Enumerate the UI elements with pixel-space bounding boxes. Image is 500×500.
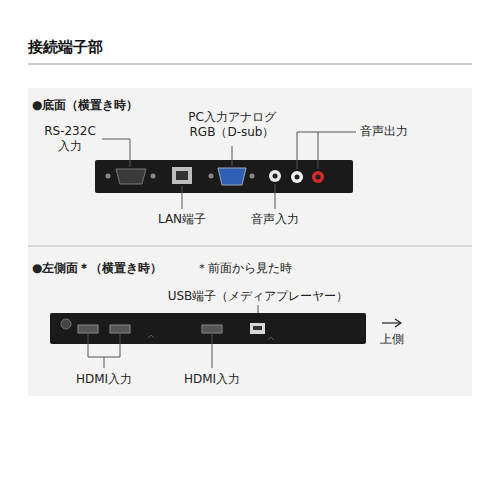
power-jack	[61, 319, 71, 329]
usb-port	[250, 323, 265, 334]
section-heading: ●底面（横置き時）	[32, 98, 138, 113]
leader-line	[275, 184, 276, 209]
audio-out-hole	[316, 175, 321, 180]
leader-line	[232, 146, 233, 166]
screw	[250, 174, 255, 179]
audio-out-white	[291, 171, 303, 183]
port-label: 音声出力	[360, 124, 408, 139]
rs232c-port	[116, 169, 146, 184]
audio-out-red	[312, 171, 324, 183]
note-text: ＊前面から見た時	[196, 261, 292, 276]
audio-in-jack	[269, 170, 281, 182]
leader-line	[318, 132, 356, 133]
hdmi-port	[78, 325, 98, 333]
hdmi-port	[110, 325, 130, 333]
dsub-port	[218, 168, 246, 185]
port-label: HDMI入力	[76, 372, 132, 387]
leader-line	[104, 357, 105, 368]
lan-port-hole	[176, 171, 188, 180]
leader-line	[258, 305, 259, 313]
port-label: HDMI入力	[184, 372, 240, 387]
audio-out-hole	[295, 175, 300, 180]
leader-line	[297, 132, 318, 169]
leader-bracket	[88, 334, 120, 357]
leader-line	[102, 139, 130, 167]
direction-label: 上側	[380, 332, 404, 347]
panel-mark	[268, 337, 274, 340]
lan-port	[172, 167, 192, 184]
port-label: 音声入力	[251, 212, 299, 227]
panel-ground	[28, 88, 472, 396]
port-label: PC入力アナログ RGB（D-sub）	[179, 110, 285, 140]
direction-arrow-head	[395, 319, 401, 327]
section-rule	[28, 246, 472, 247]
side-panel	[50, 313, 366, 344]
panel-mark	[148, 335, 154, 338]
screw	[151, 174, 156, 179]
title-rule	[28, 64, 472, 65]
usb-port-hole	[253, 326, 262, 330]
screw	[209, 174, 214, 179]
port-label: RS-232C 入力	[37, 124, 103, 154]
screw	[106, 174, 111, 179]
port-label: LAN端子	[158, 212, 206, 227]
port-label: USB端子（メディアプレーヤー）	[168, 289, 349, 304]
leader-line	[212, 334, 213, 368]
bottom-panel	[95, 160, 353, 193]
direction-arrow	[382, 322, 400, 323]
page-title: 接続端子部	[28, 38, 103, 57]
section-heading: ●左側面＊（横置き時）	[32, 261, 162, 276]
audio-in-hole	[273, 174, 278, 179]
leader-line	[182, 186, 183, 209]
hdmi-port	[202, 325, 222, 333]
